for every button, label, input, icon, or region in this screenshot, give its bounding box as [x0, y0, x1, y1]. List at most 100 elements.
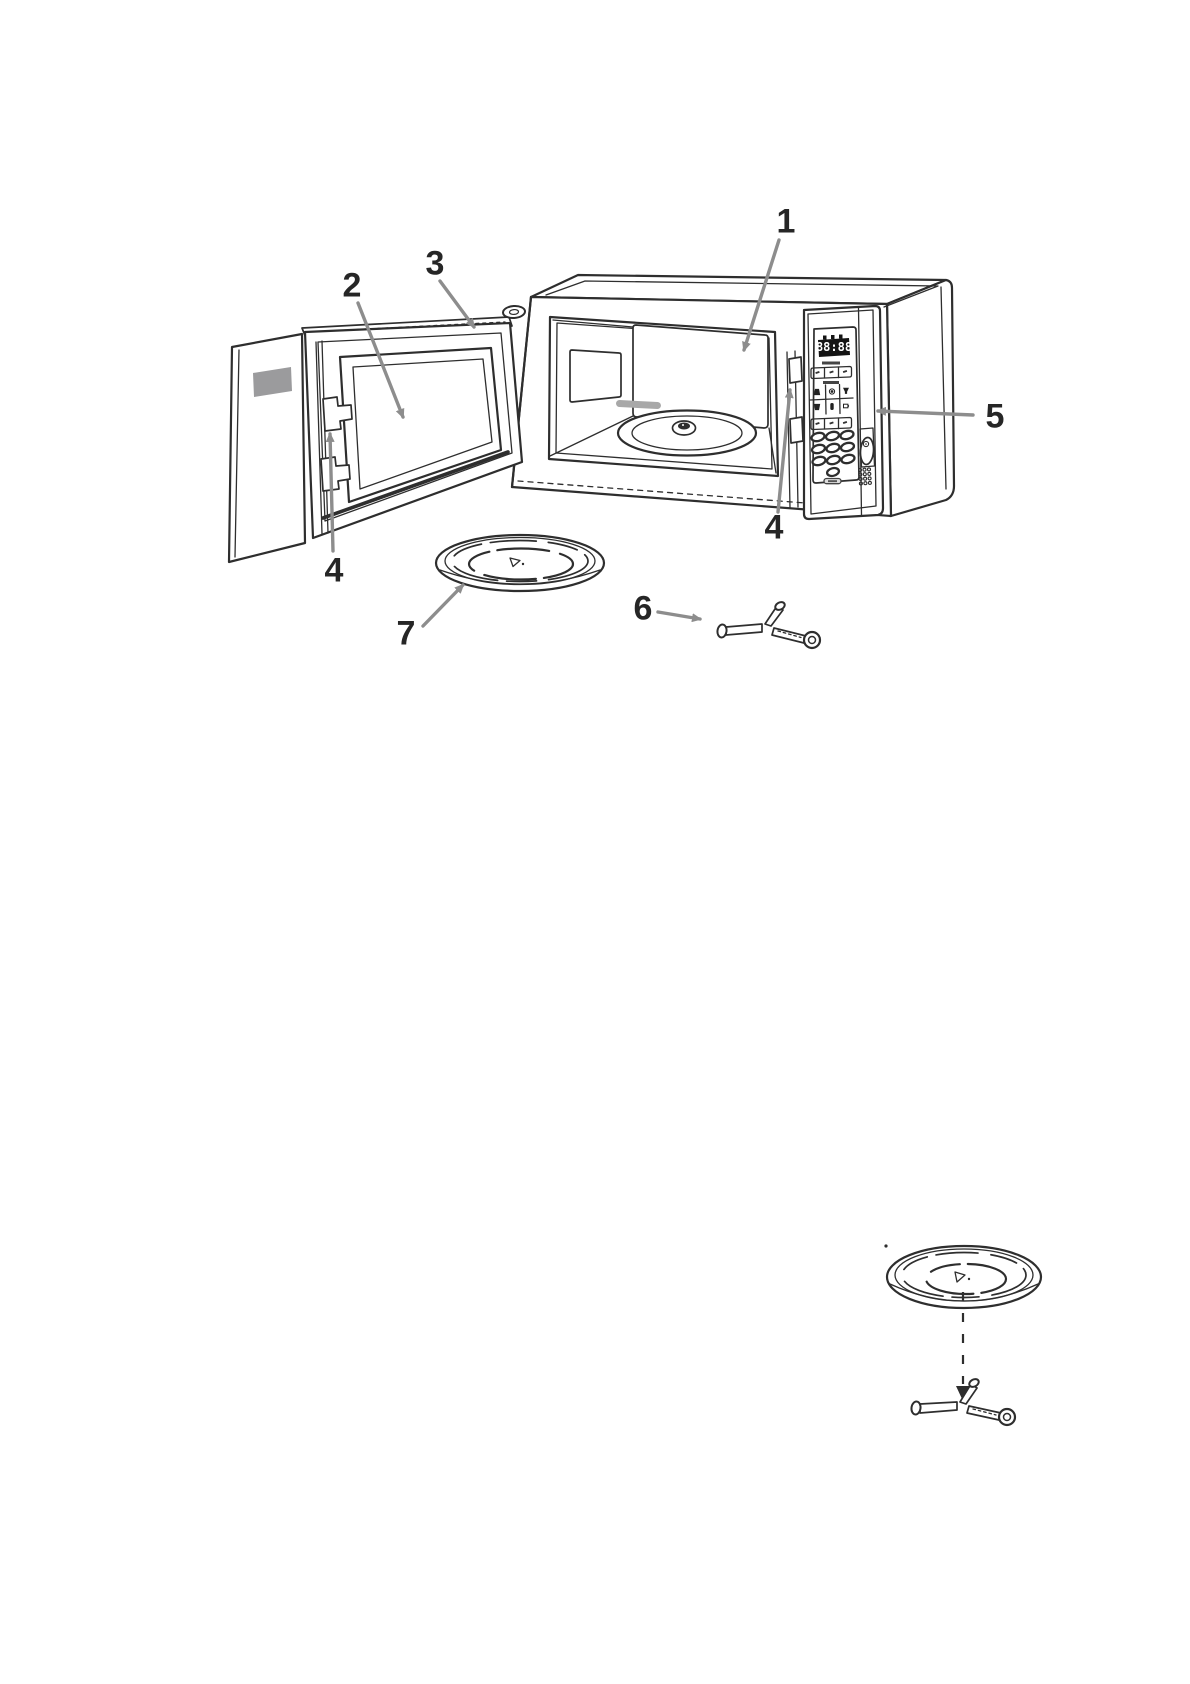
assembly-roller-cap-up: [968, 1378, 980, 1388]
stop-clear-button[interactable]: [823, 477, 842, 485]
button-glyph: [842, 421, 848, 424]
cavity-left-wall-bottom: [549, 415, 634, 457]
cavity-left-wall-top: [552, 319, 634, 328]
bottle-icon: [830, 403, 834, 410]
number-key[interactable]: [811, 455, 827, 467]
plate-icon-center: [830, 390, 834, 393]
latch-strip: [786, 350, 804, 509]
turntable-glare: [615, 400, 661, 410]
oven-top-inset-line: [545, 280, 939, 308]
roller-wheel-right: [802, 630, 822, 650]
assembly-roller-arm-right: [966, 1405, 1002, 1421]
roller-arm-up: [764, 605, 784, 627]
arrow-to-door-frame-3: [438, 279, 476, 329]
cup-icon: [843, 403, 850, 409]
door-release-panel: [859, 427, 876, 468]
button-glyph: [815, 371, 820, 374]
latch-hole-upper: [788, 356, 803, 384]
roller-cap-left: [716, 623, 728, 639]
display-digits: 88:88: [816, 340, 852, 354]
door-frame[interactable]: [303, 321, 524, 540]
door-window-frame: [338, 346, 503, 504]
door-outer-panel: [227, 332, 307, 564]
callout-6-roller-ring: 6: [633, 589, 653, 628]
door-edge-strip-2: [321, 340, 329, 534]
panel-label-bar: [823, 381, 839, 384]
plate-icon: [828, 388, 836, 395]
roller-cap-up: [774, 601, 786, 611]
number-key[interactable]: [810, 443, 827, 455]
number-key[interactable]: [839, 441, 856, 453]
callout-7-glass-tray: 7: [396, 614, 416, 653]
glass-turntable-tray: [434, 533, 606, 593]
turntable-hub-highlight: [682, 424, 684, 426]
roller-arm-right-hatch: [777, 630, 802, 639]
button-glyph: [842, 370, 848, 373]
door-outer-panel-edge: [234, 349, 240, 558]
zero-key[interactable]: [825, 466, 841, 478]
door-handle[interactable]: [253, 367, 292, 397]
number-key[interactable]: [840, 453, 856, 465]
assembly-roller-cap-left: [910, 1400, 922, 1416]
menu-icon-grid[interactable]: [809, 383, 854, 415]
button-glyph: [829, 421, 834, 425]
oven-right-inset-line: [940, 286, 947, 490]
number-key[interactable]: [825, 454, 842, 466]
panel-label-bar: [822, 361, 840, 365]
assembly-roller-arm-up: [959, 1383, 978, 1405]
door-latch-upper: [322, 396, 353, 432]
assembly-roller-wheel-hub: [1002, 1412, 1012, 1422]
display-window: [818, 338, 850, 357]
latch-strip-line-left: [786, 351, 791, 509]
button-glyph: [829, 370, 834, 374]
oven-cavity: [547, 315, 804, 509]
roller-arm-right: [771, 627, 807, 644]
number-key[interactable]: [839, 429, 855, 441]
door-latch-lower: [320, 456, 351, 492]
number-keypad[interactable]: [810, 429, 856, 478]
assembly-roller-wheel: [997, 1407, 1017, 1427]
control-panel-inner-border: [807, 309, 877, 515]
panel-vent-holes: [857, 467, 872, 486]
popcorn-icon: [813, 388, 821, 396]
door-hinge-knuckle: [502, 304, 526, 320]
arrow-to-roller-ring-6: [656, 610, 702, 623]
display-nub: [839, 334, 843, 339]
quick-button-row-bottom[interactable]: [810, 416, 853, 431]
turntable-in-cavity: [615, 400, 758, 457]
number-key[interactable]: [825, 442, 841, 454]
oven-bottom-seam: [517, 480, 885, 510]
arrow-to-latch-hole-4: [776, 388, 794, 514]
display-nub: [831, 335, 835, 339]
number-key[interactable]: [810, 431, 826, 443]
arrow-to-door-latch-4: [325, 432, 335, 553]
waveguide-cover: [569, 349, 622, 403]
door-bottom-band: [321, 450, 510, 520]
assembly-roller-arm-right-hatch: [972, 1408, 997, 1416]
number-key[interactable]: [824, 430, 841, 442]
door-window-glass: [352, 358, 493, 490]
turntable-rim: [631, 415, 743, 451]
callout-1-oven-cavity: 1: [776, 202, 796, 241]
tray-center-mark: [509, 557, 525, 568]
callout-2-door-window: 2: [342, 266, 362, 305]
assembly-tray-center-mark: [954, 1271, 971, 1283]
oven-right-face: [885, 278, 956, 518]
arrow-to-cavity-1: [742, 238, 781, 352]
roller-wheel-right-hub: [807, 635, 817, 645]
button-glyph: [815, 422, 820, 425]
oven-door: [227, 304, 526, 564]
callout-4-latch-hole: 4: [764, 508, 784, 547]
callout-arrows: [325, 238, 975, 628]
arrow-to-control-panel-5: [876, 406, 975, 417]
quick-button-row-top[interactable]: [810, 365, 853, 380]
roller-ring-support: [716, 601, 822, 650]
roller-arm-left: [725, 623, 763, 636]
tray-assembly-diagram: [884, 1244, 1043, 1427]
assembly-roller-arm-left: [919, 1401, 958, 1414]
door-edge-strip-1: [315, 341, 323, 535]
stop-clear-label-smudge: [828, 480, 837, 483]
beverage-icon: [843, 387, 849, 394]
callout-5-control-panel: 5: [985, 397, 1005, 436]
